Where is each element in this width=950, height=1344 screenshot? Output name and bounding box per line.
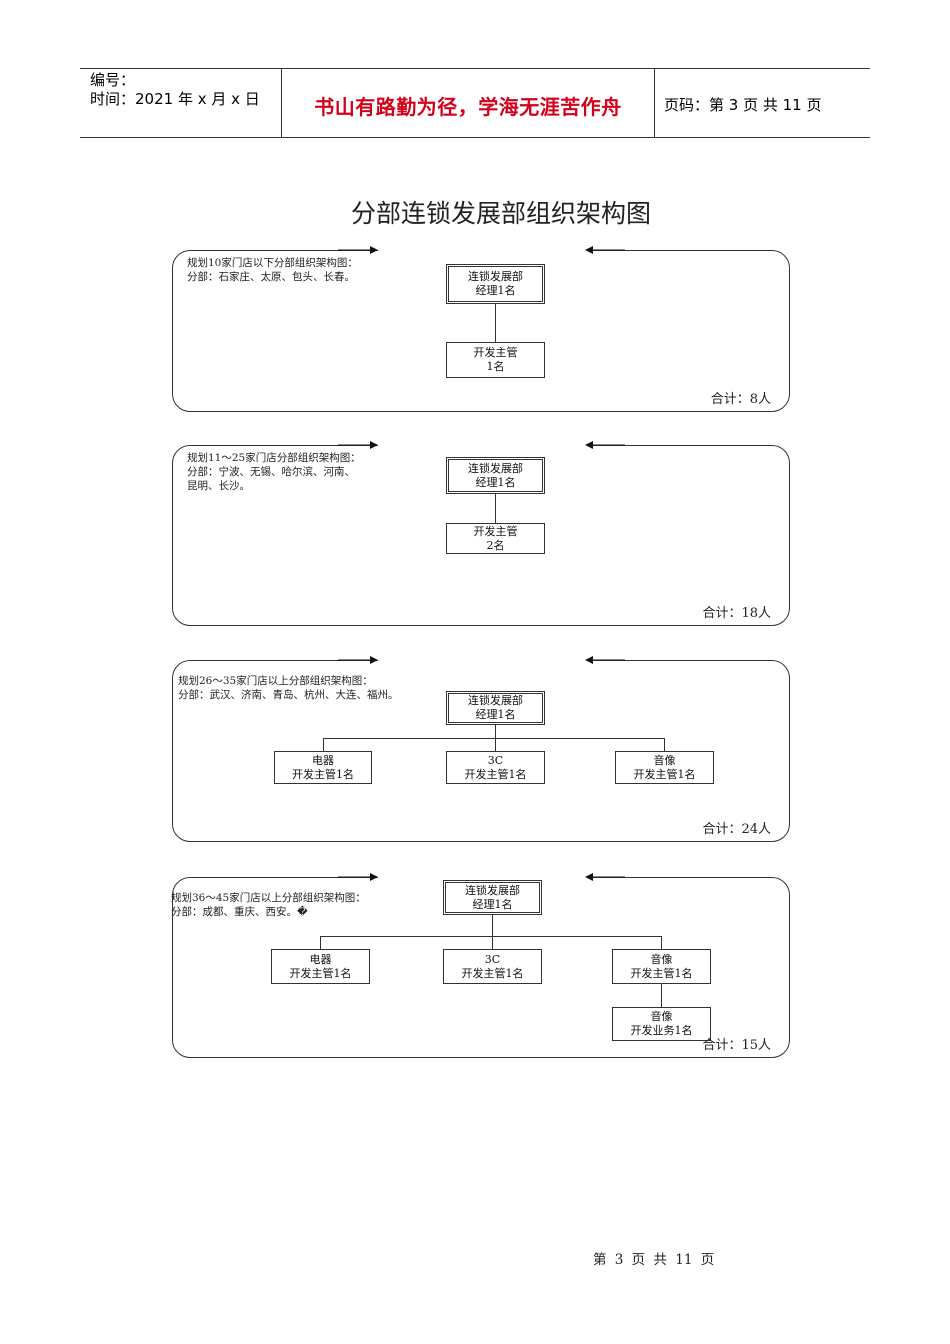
connector-line [664,738,665,751]
arrow-left-icon [585,441,625,449]
header-divider [654,69,655,137]
connector-line [661,984,662,1007]
page-title: 分部连锁发展部组织架构图 [350,199,651,228]
plan-description: 规划10家门店以下分部组织架构图： 分部：石家庄、太原、包头、长春。 [187,257,358,283]
page-footer: 第 3 页 共 11 页 [593,1252,715,1268]
header-divider [281,69,282,137]
connector-line [661,936,662,949]
audio-video-supervisor-box: 音像开发主管1名 [612,949,711,984]
connector-line [495,494,496,523]
connector-line [323,738,324,751]
page-header: 编号： 时间：2021 年 x 月 x 日 书山有路勤为径，学海无涯苦作舟 页码… [80,68,870,138]
arrow-right-icon [338,656,378,664]
plan-description: 规划26～35家门店以上分部组织架构图： 分部：武汉、济南、青岛、杭州、大连、福… [178,675,399,701]
plan-description: 规划11～25家门店分部组织架构图： 分部：宁波、无锡、哈尔滨、河南、 昆明、长… [187,452,361,492]
headcount-total: 合计：18人 [702,606,771,621]
manager-box: 连锁发展部经理1名 [446,691,545,725]
manager-box: 连锁发展部经理1名 [443,880,542,915]
arrow-right-icon [338,246,378,254]
arrow-right-icon [338,441,378,449]
document-number: 编号： [90,71,136,89]
connector-line [495,304,496,342]
manager-box: 连锁发展部经理1名 [446,457,545,494]
connector-line [492,915,493,949]
appliance-supervisor-box: 电器开发主管1名 [274,751,372,784]
connector-line [323,738,665,739]
org-chart-panel-3: 规划26～35家门店以上分部组织架构图： 分部：武汉、济南、青岛、杭州、大连、福… [172,656,790,842]
headcount-total: 合计：15人 [702,1038,771,1053]
audio-video-business-box: 音像开发业务1名 [612,1007,711,1041]
header-motto: 书山有路勤为径，学海无涯苦作舟 [314,95,622,119]
org-chart-panel-2: 规划11～25家门店分部组织架构图： 分部：宁波、无锡、哈尔滨、河南、 昆明、长… [172,441,790,626]
appliance-supervisor-box: 电器开发主管1名 [271,949,370,984]
connector-line [320,936,662,937]
plan-description: 规划36～45家门店以上分部组织架构图： 分部：成都、重庆、西安。� [171,892,366,918]
headcount-total: 合计：8人 [710,392,771,407]
arrow-left-icon [585,656,625,664]
connector-line [320,936,321,949]
arrow-left-icon [585,873,625,881]
document-date: 时间：2021 年 x 月 x 日 [90,90,260,108]
headcount-total: 合计：24人 [702,822,771,837]
header-page-number: 页码：第 3 页 共 11 页 [664,96,822,114]
manager-box: 连锁发展部经理1名 [446,264,545,304]
org-chart-panel-4: 规划36～45家门店以上分部组织架构图： 分部：成都、重庆、西安。� 连锁发展部… [171,873,790,1058]
audio-video-supervisor-box: 音像开发主管1名 [615,751,714,784]
header-meta: 编号： 时间：2021 年 x 月 x 日 [90,71,260,109]
arrow-right-icon [338,873,378,881]
arrow-left-icon [585,246,625,254]
org-chart-panel-1: 规划10家门店以下分部组织架构图： 分部：石家庄、太原、包头、长春。 连锁发展部… [172,246,790,412]
